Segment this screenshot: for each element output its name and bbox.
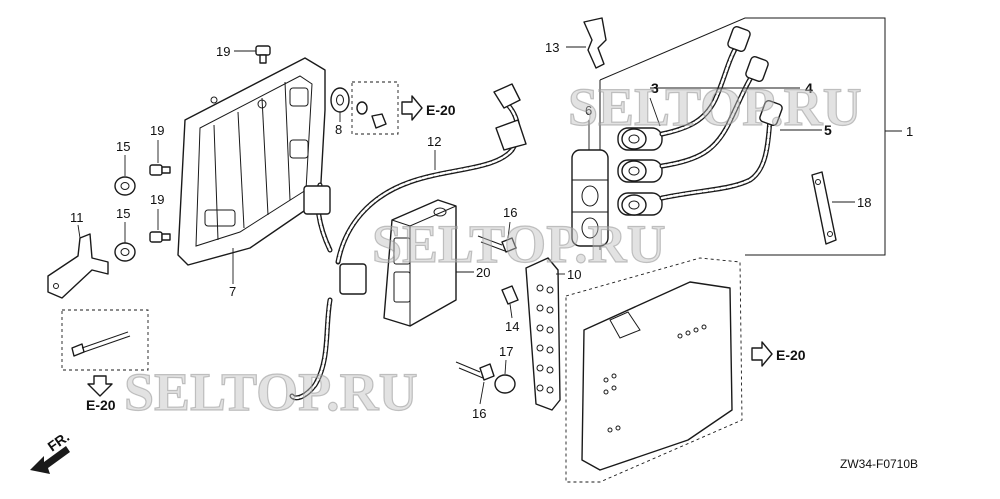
cap[interactable] <box>494 374 516 394</box>
callout-20: 20 <box>476 265 490 280</box>
coil-holder[interactable] <box>571 149 609 247</box>
stay-bracket[interactable] <box>811 171 837 245</box>
clip[interactable] <box>583 17 607 69</box>
ignition-coil-2[interactable] <box>617 159 663 183</box>
bolt-left-lower[interactable] <box>149 231 171 243</box>
cover-ref-box <box>565 257 743 483</box>
mounting-bracket[interactable] <box>47 233 109 299</box>
callout-7: 7 <box>229 284 236 299</box>
ignition-coil-3[interactable] <box>617 192 663 216</box>
ignition-coil-1[interactable] <box>617 127 663 151</box>
collar[interactable] <box>330 87 350 113</box>
bolt-group-box <box>61 309 149 371</box>
callout-12: 12 <box>427 134 441 149</box>
sub-wire-harness[interactable] <box>289 83 527 401</box>
case[interactable] <box>177 57 326 266</box>
clip-14[interactable] <box>501 285 519 305</box>
callout-6: 6 <box>585 103 592 118</box>
callout-15-lower: 15 <box>116 206 130 221</box>
callout-14: 14 <box>505 319 519 334</box>
callout-19-lower: 19 <box>150 192 164 207</box>
callout-11: 11 <box>70 210 84 225</box>
ignition-control-unit[interactable] <box>383 199 457 327</box>
bolt-16-lower[interactable] <box>455 361 495 381</box>
callout-5: 5 <box>824 122 832 138</box>
callout-18: 18 <box>857 195 871 210</box>
grommet-upper[interactable] <box>114 176 136 196</box>
watermark-top: SELTOP.RU <box>568 77 862 137</box>
callout-19-upper: 19 <box>150 123 164 138</box>
grommet-lower[interactable] <box>114 242 136 262</box>
callout-4: 4 <box>805 80 813 96</box>
front-arrow-icon <box>30 446 70 474</box>
callout-16-upper: 16 <box>503 205 517 220</box>
callout-19-top: 19 <box>216 44 230 59</box>
plug-caps[interactable] <box>727 26 783 127</box>
callout-17: 17 <box>499 344 513 359</box>
diagram-code: ZW34-F0710B <box>840 457 918 471</box>
callout-1: 1 <box>906 124 913 139</box>
callout-3: 3 <box>651 80 659 96</box>
callout-labels: 19 19 19 15 15 11 7 8 12 20 16 10 14 17 … <box>70 40 913 421</box>
cover[interactable] <box>581 281 733 471</box>
bolt-top[interactable] <box>255 45 271 64</box>
reference-labels: E-20 E-20 E-20 <box>86 102 806 413</box>
high-tension-leads <box>659 41 773 201</box>
e20-ref-box-top <box>351 81 399 135</box>
e20-arrow-right <box>751 341 773 367</box>
callout-16-lower: 16 <box>472 406 486 421</box>
e20-label-top: E-20 <box>426 102 456 118</box>
bolt-16-upper[interactable] <box>477 235 517 253</box>
callout-10: 10 <box>567 267 581 282</box>
leader-lines <box>77 46 902 405</box>
watermarks: SELTOP.RU SELTOP.RU SELTOP.RU <box>123 76 862 422</box>
watermark-middle: SELTOP.RU <box>372 214 666 274</box>
ignition-coils <box>617 127 663 216</box>
e20-label-bottom: E-20 <box>86 397 116 413</box>
watermark-bottom: SELTOP.RU <box>124 362 418 422</box>
callout-15-upper: 15 <box>116 139 130 154</box>
callout-8: 8 <box>335 122 342 137</box>
e20-arrow-down <box>87 375 113 397</box>
e20-arrow-top <box>401 95 423 121</box>
cable-guide[interactable] <box>525 257 561 411</box>
callout-13: 13 <box>545 40 559 55</box>
e20-label-right: E-20 <box>776 347 806 363</box>
bolt-left-upper[interactable] <box>149 164 171 176</box>
